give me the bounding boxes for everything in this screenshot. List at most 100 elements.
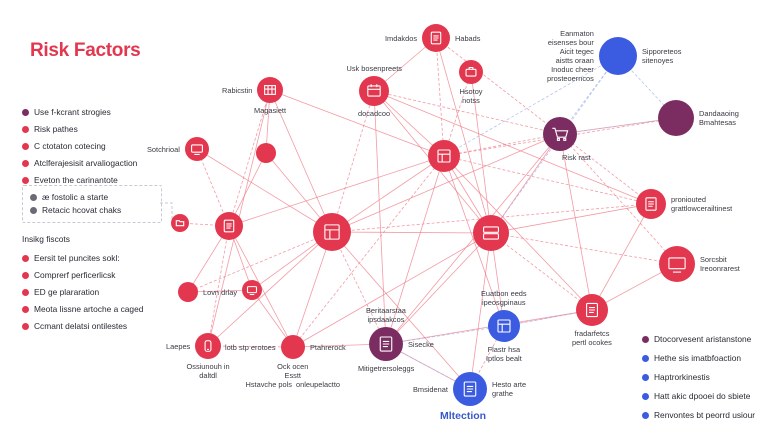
edge-n5-n10 xyxy=(443,55,619,157)
edge-n4-n11 xyxy=(373,90,652,205)
node-circle xyxy=(473,215,509,251)
legend-label: Meota lissne artoche a caged xyxy=(34,304,144,315)
legend-dot-icon xyxy=(22,272,29,279)
node-label: fradarfetcs pertl ocokes xyxy=(572,329,612,347)
edge-n13-n24 xyxy=(331,231,471,390)
edge-n5-n14 xyxy=(490,55,619,234)
node-label: Ock ocen Esstt Hstavche pols onleupelact… xyxy=(245,362,341,389)
node-label: Sipporeteos sitenoyes xyxy=(642,47,682,65)
node-circle xyxy=(185,137,209,161)
edge-n14-n16 xyxy=(490,232,678,265)
legend-item: Ccmant delatsi ontilestes xyxy=(22,318,143,335)
node-n1[interactable] xyxy=(422,24,450,52)
legend-dot-icon xyxy=(642,374,649,381)
legend-dot-icon xyxy=(22,109,29,116)
node-n10[interactable] xyxy=(428,140,460,172)
legend-box xyxy=(22,185,162,223)
legend-item: æ fostolic a starte xyxy=(30,191,121,204)
node-n21[interactable] xyxy=(281,335,305,359)
legend-item: Eveton the carinantote xyxy=(22,172,137,189)
monitor-icon xyxy=(246,286,258,296)
edge-n10-n12 xyxy=(228,155,445,227)
legend-dot-icon xyxy=(642,336,649,343)
legend-label: Hatt akic dpooei do sbiete xyxy=(654,391,751,402)
legend-item: C ctotaton cotecing xyxy=(22,138,137,155)
node-label: Imdakdos xyxy=(385,33,418,43)
legend-label: C ctotaton cotecing xyxy=(34,141,106,152)
legend-label: Risk pathes xyxy=(34,124,78,135)
node-n13[interactable] xyxy=(313,213,351,251)
node-n5[interactable] xyxy=(599,37,637,75)
edge-n10-n17 xyxy=(443,155,593,311)
node-n20[interactable] xyxy=(195,333,221,359)
edge-n12-n20 xyxy=(207,225,230,347)
node-n23[interactable] xyxy=(488,310,520,342)
legend-label: Eveton the carinantote xyxy=(34,175,118,186)
node-circle xyxy=(281,335,305,359)
node-n19[interactable] xyxy=(242,280,262,300)
node-n14[interactable] xyxy=(473,215,509,251)
node-label: Lovn drlay xyxy=(203,287,238,297)
node-n8[interactable] xyxy=(185,137,209,161)
node-n17[interactable] xyxy=(576,294,608,326)
cart-icon xyxy=(552,127,569,141)
edge-n13-n7 xyxy=(331,133,561,233)
edge-n10-n13 xyxy=(331,155,445,233)
node-n3[interactable] xyxy=(257,77,283,103)
edge-n13-n18 xyxy=(187,231,333,293)
edge-n1-n14 xyxy=(435,37,492,234)
node-label: Ossiunouh in daltdl xyxy=(186,362,230,380)
edge-n10-n7 xyxy=(443,133,561,157)
node-n9[interactable] xyxy=(256,143,276,163)
node-n15[interactable] xyxy=(171,214,189,232)
edge-n23-n22 xyxy=(385,325,505,345)
node-circle xyxy=(599,37,637,75)
node-layer xyxy=(171,24,695,406)
node-circle xyxy=(488,310,520,342)
node-n11[interactable] xyxy=(636,189,666,219)
server-icon xyxy=(483,226,499,240)
edge-n7-n22 xyxy=(385,133,561,345)
edge-n13-n20 xyxy=(207,231,333,347)
edge-n3-n12 xyxy=(228,89,271,227)
node-label: Hsotoy notss xyxy=(459,87,483,105)
legend-dot-icon xyxy=(30,207,37,214)
legend-item: Hatt akic dpooei do sbiete xyxy=(642,387,755,406)
node-label: Sorcsbit Ireoonrarest xyxy=(700,255,740,273)
legend-dot-icon xyxy=(642,393,649,400)
edge-n13-n22 xyxy=(331,231,387,345)
node-n22[interactable] xyxy=(369,327,403,361)
document-icon xyxy=(430,31,442,45)
legend-label: Atclferajesisit arvaliogaction xyxy=(34,158,138,169)
edge-n10-n11 xyxy=(443,155,652,205)
edge-n10-n21 xyxy=(292,155,445,348)
edge-n14-n17 xyxy=(490,232,593,311)
node-n2[interactable] xyxy=(459,60,483,84)
node-n12[interactable] xyxy=(215,212,243,240)
node-circle xyxy=(459,60,483,84)
node-label: Usk bosenpreets xyxy=(346,64,402,73)
legend-item: Eersit tel puncites sokl: xyxy=(22,250,143,267)
node-label: Rabicstin xyxy=(222,85,253,95)
legend-item: Retacic hcovat chaks xyxy=(30,204,121,217)
monitor-icon xyxy=(191,144,203,155)
edge-n14-n11 xyxy=(490,203,652,234)
node-n16[interactable] xyxy=(659,246,695,282)
legend-dot-icon xyxy=(22,160,29,167)
legend-item: Comprerf perficerlicsk xyxy=(22,267,143,284)
clipboard-icon xyxy=(497,319,511,333)
legend-dot-icon xyxy=(22,323,29,330)
legend-label: Retacic hcovat chaks xyxy=(42,205,122,216)
node-n7[interactable] xyxy=(543,117,577,151)
node-n18[interactable] xyxy=(178,282,198,302)
node-circle xyxy=(242,280,262,300)
node-n24[interactable] xyxy=(453,372,487,406)
briefcase-icon xyxy=(465,66,477,77)
node-label: Sisecke xyxy=(408,339,434,349)
node-n4[interactable] xyxy=(359,76,389,106)
monitor-icon xyxy=(668,257,686,273)
node-circle xyxy=(257,77,283,103)
node-n6[interactable] xyxy=(658,100,694,136)
